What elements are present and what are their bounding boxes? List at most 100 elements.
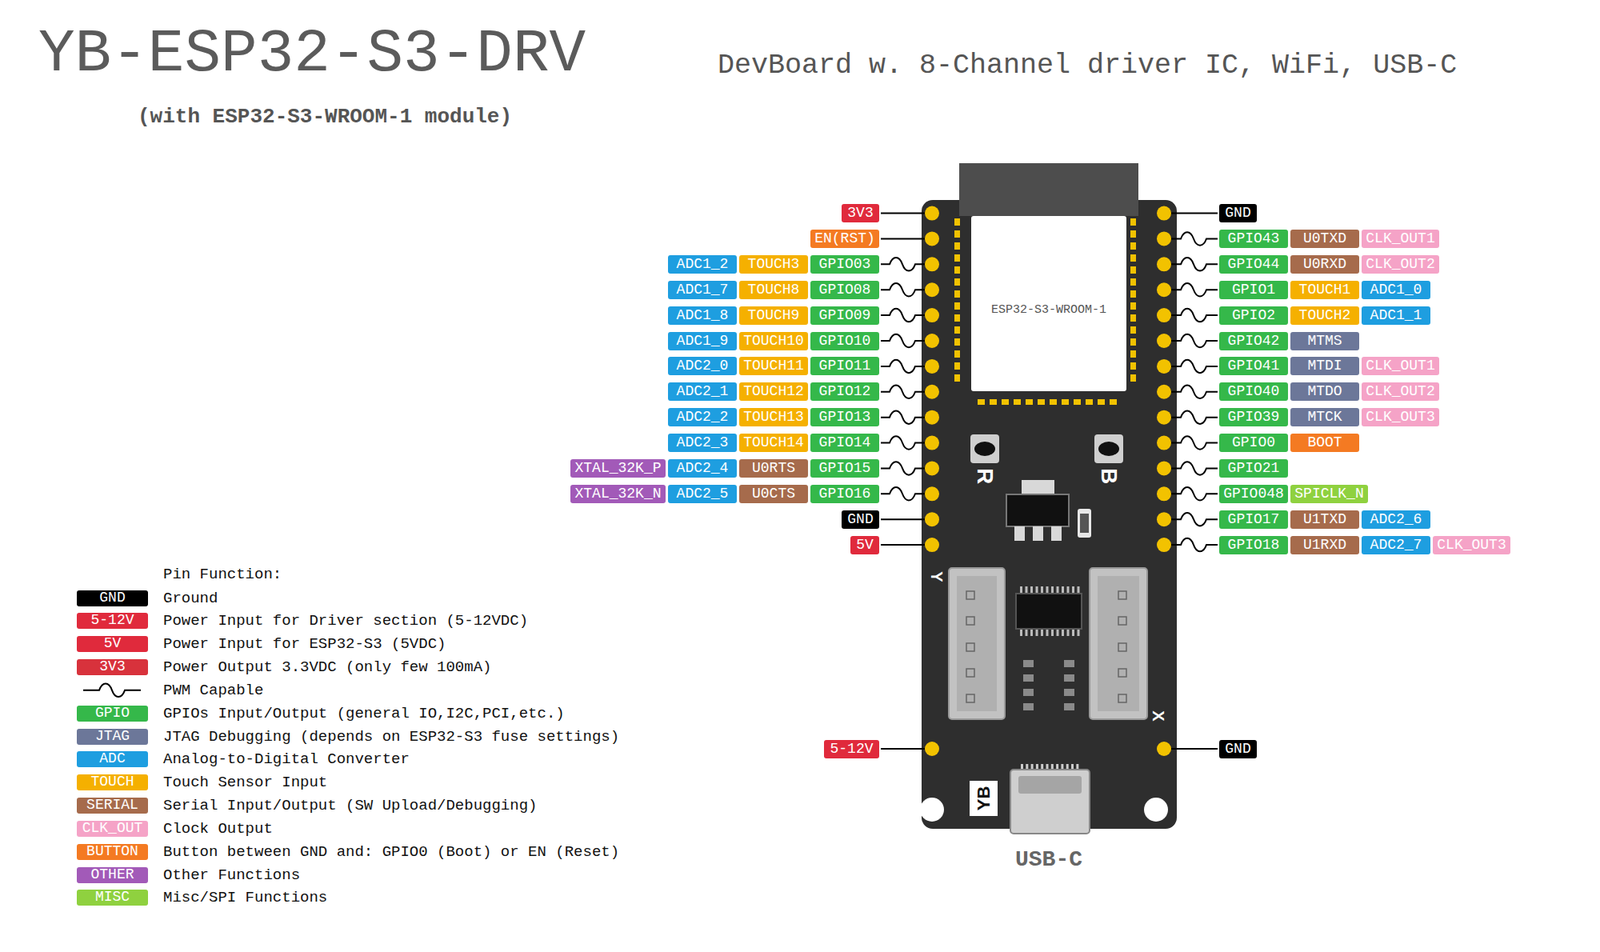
module-pad: [1025, 399, 1033, 405]
header-pin: [1156, 460, 1172, 476]
pin-label: U1TXD: [1290, 510, 1360, 529]
pin-label: ADC2_5: [668, 484, 737, 504]
resistor: [1064, 688, 1075, 696]
connector-y-inner: [956, 576, 997, 712]
pin-name: GPIO18: [1228, 536, 1280, 555]
pwm-wire: [1171, 538, 1218, 552]
logo-box: [969, 780, 998, 816]
header-pin: [924, 436, 940, 451]
header-pin: [924, 460, 940, 476]
pin-label: ADC1_9: [668, 332, 737, 351]
pin-name: TOUCH12: [743, 382, 804, 401]
resistor: [1064, 674, 1075, 682]
legend-text: Power Output 3.3VDC (only few 100mA): [163, 658, 492, 676]
swatch-text-box: SERIAL: [86, 796, 139, 815]
pin-label: TOUCH2: [1290, 306, 1360, 325]
swatch-text: 5-12V: [90, 612, 134, 629]
pin-label: GPIO11: [810, 356, 880, 376]
pin-name: TOUCH8: [748, 280, 800, 300]
pin-name: CLK_OUT3: [1365, 408, 1435, 427]
pin-label: GND: [841, 510, 880, 529]
header-pin: [1156, 282, 1172, 297]
pin-name: GND: [847, 510, 873, 529]
swatch-text: JTAG: [95, 728, 130, 744]
legend-entry: Misc/SPI Functions: [163, 888, 328, 908]
pin-name: GPIO13: [819, 408, 872, 427]
connector-pin: [966, 694, 975, 703]
header-pin: [924, 231, 940, 246]
connector-label: Y: [928, 571, 946, 582]
pin-name: SPICLK_N: [1294, 484, 1364, 504]
pin-label: GPIO1: [1219, 280, 1288, 300]
pin-label: GPIO18: [1219, 536, 1288, 555]
header-pin: [1156, 384, 1172, 400]
header-pin: [924, 256, 940, 272]
pwm-wire: [1171, 410, 1218, 424]
pin-name: GPIO12: [819, 382, 872, 401]
header-pin: [1156, 537, 1172, 552]
pin-name: CLK_OUT1: [1365, 356, 1435, 376]
legend-entry: Analog-to-Digital Converter: [163, 749, 410, 769]
pin-wire: [880, 237, 925, 240]
mount-hole: [920, 797, 944, 822]
pin-label: MTDO: [1290, 382, 1360, 401]
pin-label: TOUCH9: [739, 306, 808, 325]
header-pin: [1156, 231, 1172, 246]
legend-symbols: [83, 684, 141, 698]
connector-label: X: [1149, 710, 1168, 721]
title: YB-ESP32-S3-DRV: [38, 20, 586, 89]
mount-hole: [1144, 797, 1168, 822]
header-pin: [924, 384, 940, 400]
pin-name: TOUCH14: [743, 433, 804, 452]
pin-name: GPIO0: [1232, 433, 1276, 452]
pwm-wire: [1171, 283, 1218, 297]
connector-label-box: X: [1148, 710, 1168, 721]
pin-name: MTDO: [1307, 382, 1342, 401]
connector-pin: [1118, 616, 1127, 625]
pin-label: MTMS: [1290, 332, 1360, 351]
header-pin: [1156, 256, 1172, 272]
pin-label: TOUCH14: [739, 433, 808, 452]
legend-text: GPIOs Input/Output (general IO,I2C,PCI,e…: [163, 704, 565, 723]
capacitor-body: [1080, 513, 1089, 533]
pin-label: GPIO08: [810, 280, 880, 300]
connector-pin: [966, 643, 975, 652]
swatch-text: 3V3: [99, 658, 125, 675]
pin-label: CLK_OUT2: [1361, 255, 1440, 274]
pin-name: ADC1_1: [1370, 306, 1423, 325]
button-label-box: R: [971, 468, 999, 484]
pin-label: U0RXD: [1290, 255, 1360, 274]
legend-entry: Serial Input/Output (SW Upload/Debugging…: [163, 796, 537, 816]
swatch-text: OTHER: [90, 866, 134, 883]
pin-wire: [1171, 748, 1218, 750]
legend-heading-box: Pin Function:: [163, 565, 282, 584]
connector-pin: [1118, 591, 1127, 600]
module-name-box: ESP32-S3-WROOM-1: [991, 303, 1107, 318]
pin-label: GPIO39: [1219, 408, 1288, 427]
pin-name: GPIO2: [1232, 306, 1276, 325]
resistor: [1023, 674, 1034, 682]
port-label: USB-C: [1015, 847, 1083, 872]
module-pad: [1109, 399, 1117, 405]
pin-name: CLK_OUT2: [1365, 255, 1435, 274]
pin-label: U1RXD: [1290, 536, 1360, 555]
pin-label: GPIO42: [1219, 332, 1288, 351]
boot-button: [1094, 434, 1124, 464]
logo-text: YB: [972, 786, 993, 812]
pin-name: 3V3: [847, 204, 873, 223]
pwm-wire: [880, 334, 925, 348]
connector-pin: [1118, 668, 1127, 677]
pin-name: CLK_OUT2: [1365, 382, 1435, 401]
pin-label: ADC2_3: [668, 433, 737, 452]
pwm-wire: [1171, 436, 1218, 450]
boot-button-cap: [1098, 441, 1120, 456]
legend-text: Clock Output: [163, 820, 273, 838]
module-shield: [971, 216, 1127, 392]
pwm-wire: [880, 308, 925, 323]
pin-name: ADC2_0: [676, 356, 729, 376]
pin-name: GPIO1: [1232, 280, 1276, 300]
module-pad: [1130, 374, 1136, 382]
pin-label: TOUCH13: [739, 408, 808, 427]
board-pcb: [921, 200, 1177, 829]
header-pin: [1156, 410, 1172, 425]
